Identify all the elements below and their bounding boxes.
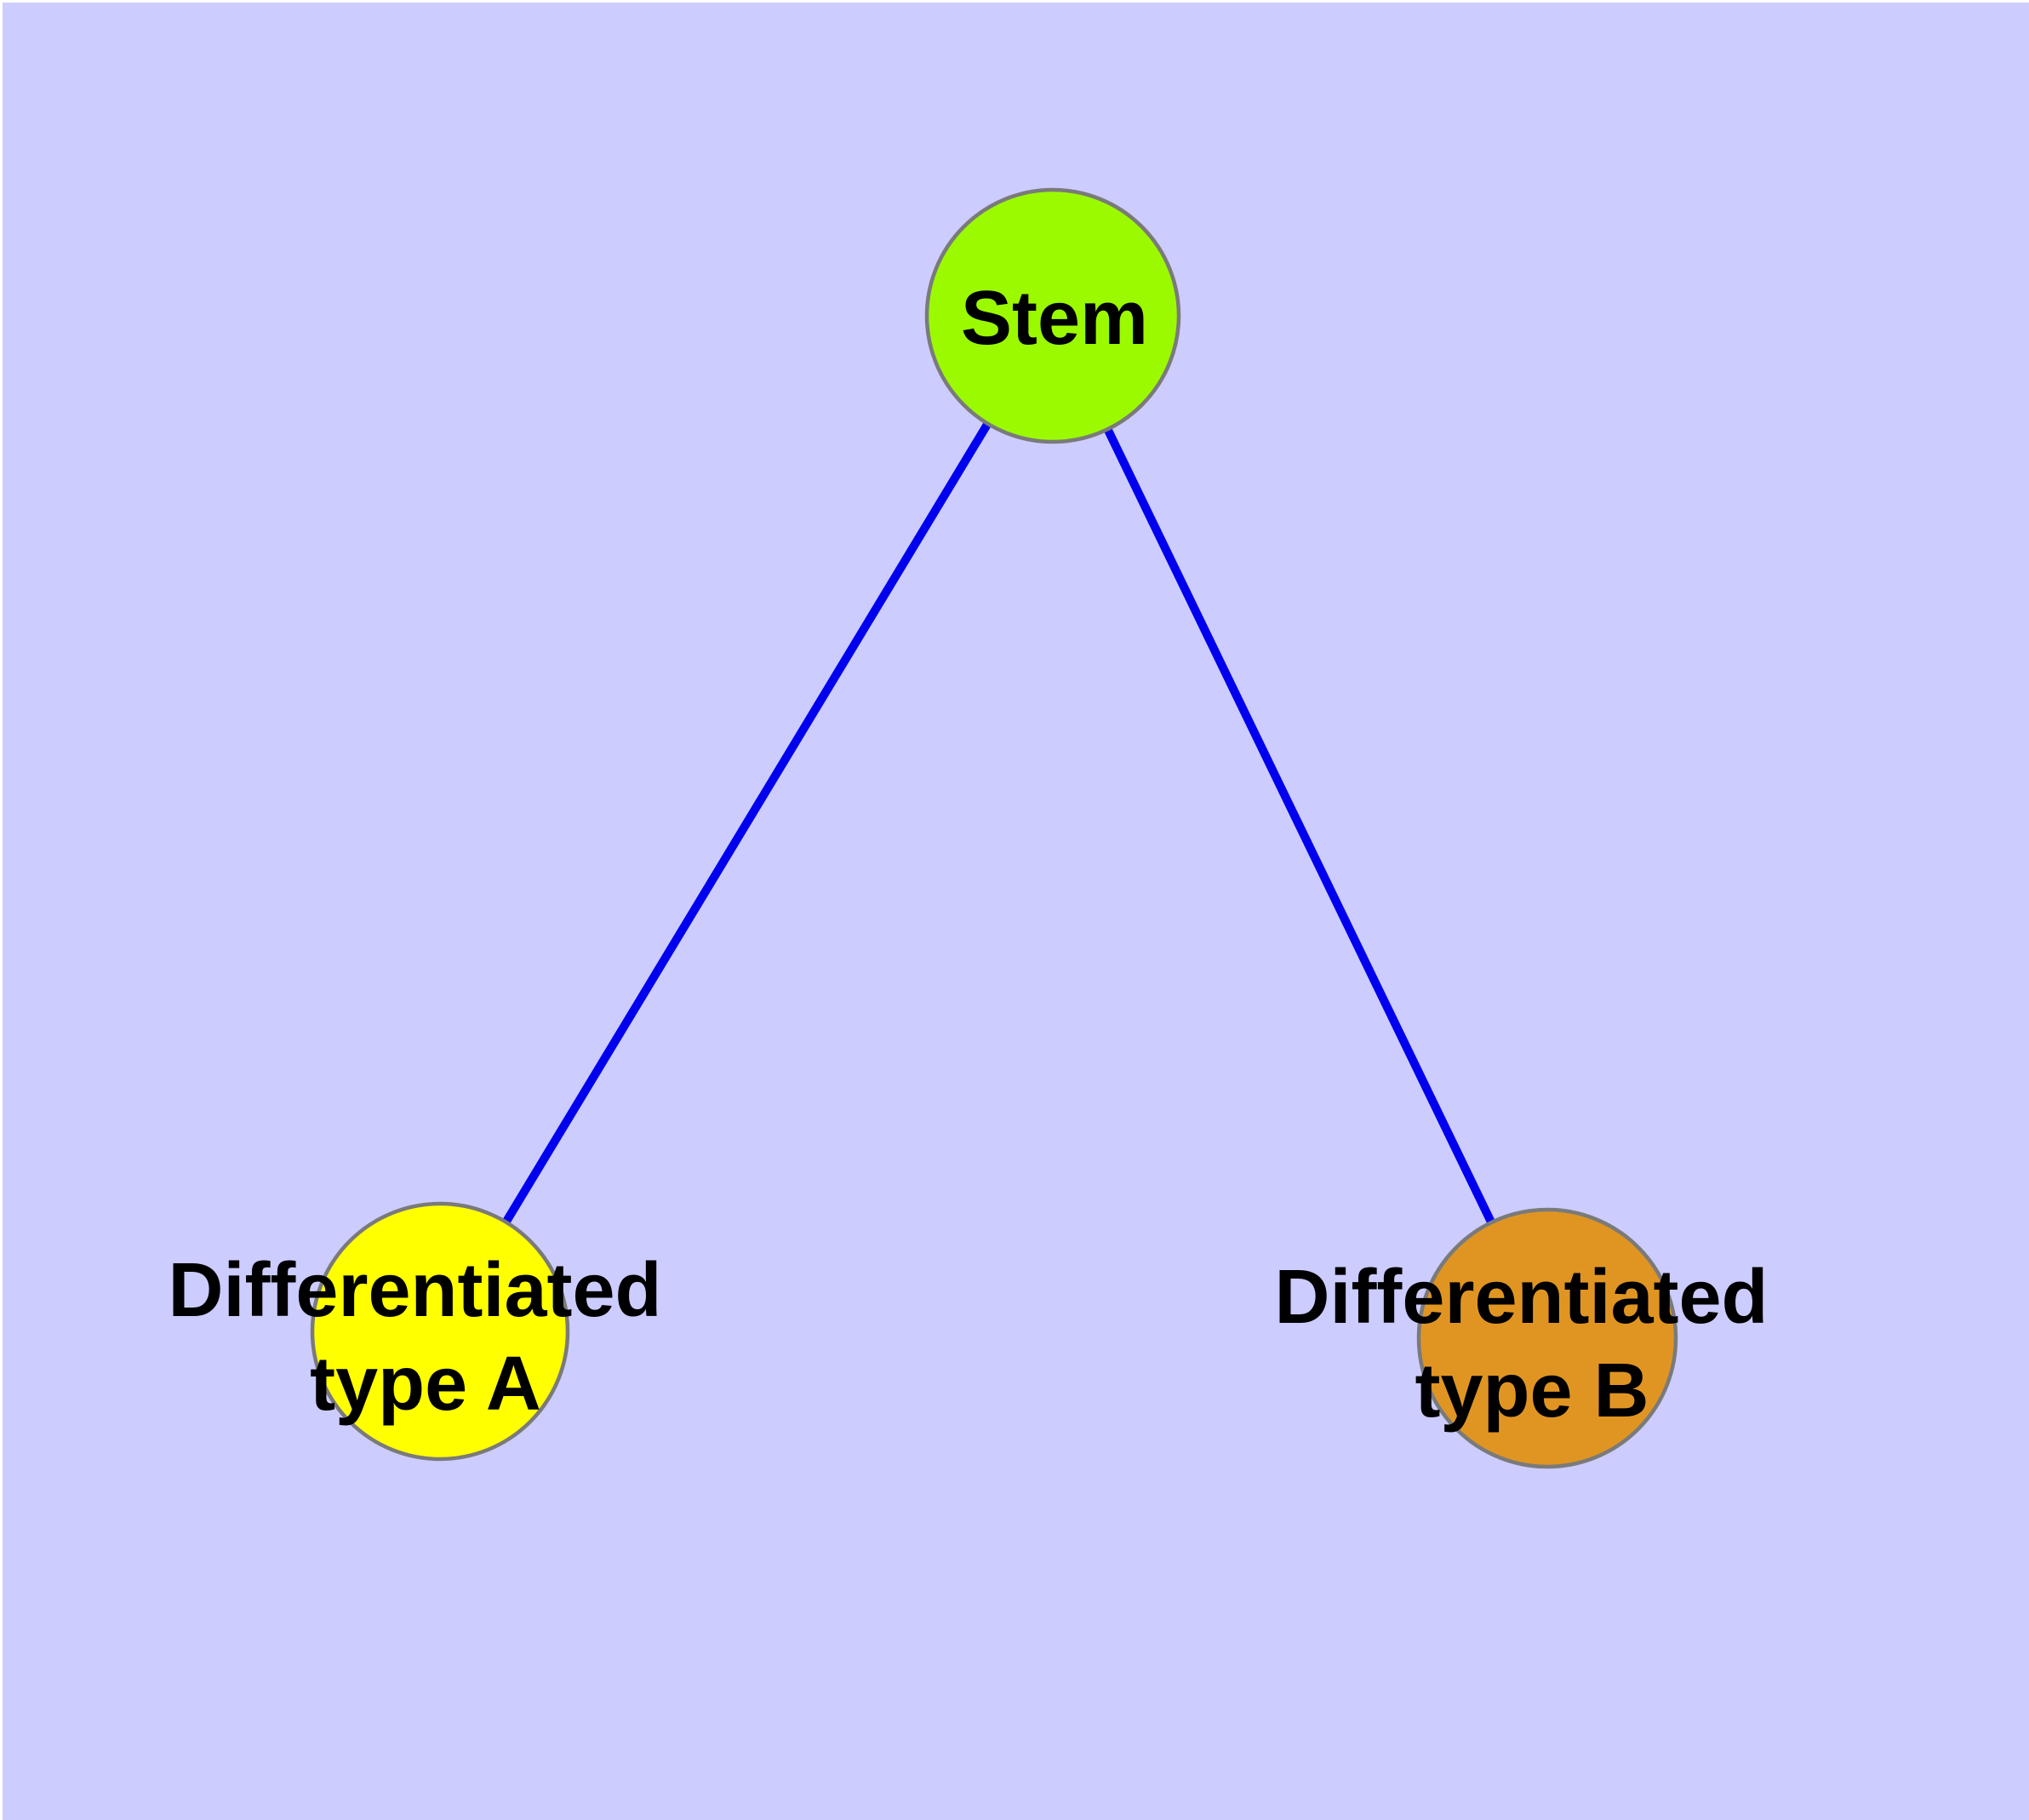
edge-stem-to-type-b: [1049, 313, 1552, 1341]
type-a-node-circle: [310, 1201, 570, 1462]
type-b-node-circle: [1416, 1207, 1678, 1469]
type-a-node-label: Differentiated type A: [168, 1248, 683, 1427]
type-b-label-line-2: type B: [1415, 1348, 1649, 1434]
type-b-node-label: Differentiated type B: [1274, 1255, 1789, 1434]
type-a-label-line-2: type A: [310, 1342, 541, 1427]
edge-stem-to-type-a: [436, 313, 1057, 1334]
type-b-label-line-1: Differentiated: [1274, 1255, 1768, 1340]
stem-node-label: Stem: [961, 276, 1148, 361]
stem-node-circle: [924, 187, 1181, 444]
type-a-label-line-1: Differentiated: [168, 1248, 661, 1333]
